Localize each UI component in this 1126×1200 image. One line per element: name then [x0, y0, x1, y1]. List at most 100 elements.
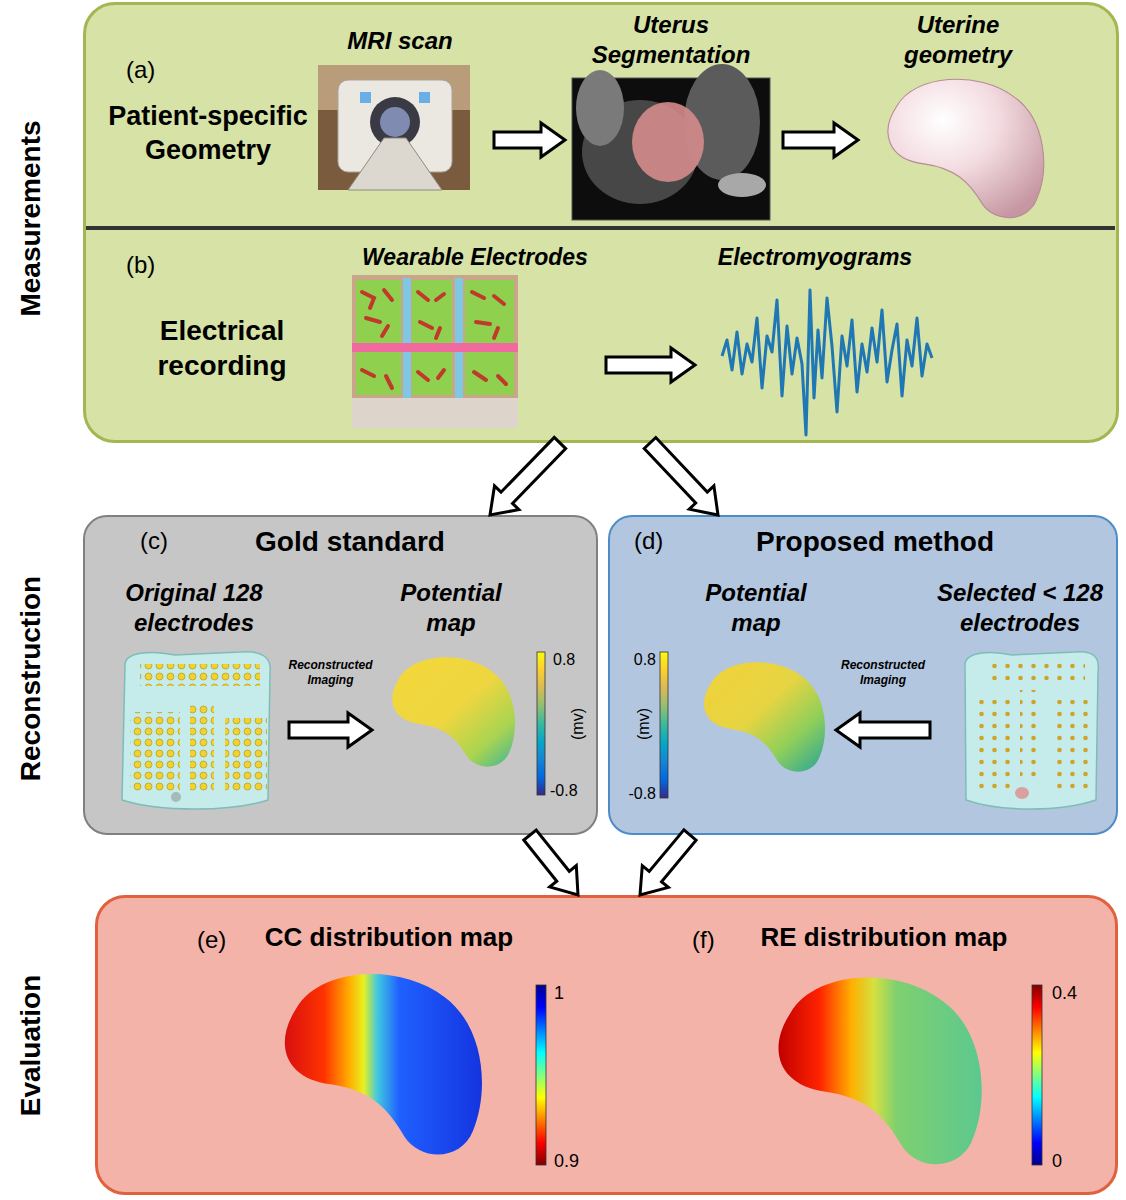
- mri-bore-inner: [380, 107, 410, 137]
- block-arrow: [289, 713, 372, 747]
- text-slot: (mv): [548, 714, 608, 734]
- electrode-set: Original 128 electrodes: [105, 575, 289, 820]
- photo-clothing: [352, 398, 518, 428]
- text-slot: Measurements: [0, 201, 240, 236]
- mri-step: MRI scan: [312, 22, 494, 194]
- text-slot: Potential map: [691, 578, 821, 638]
- text-slot: Electromyograms: [695, 243, 935, 272]
- free-label: 0.9: [554, 1150, 594, 1173]
- node-text: Patient-specific Geometry: [86, 100, 330, 168]
- node-text: (e): [197, 925, 242, 955]
- text-slot: (b): [126, 250, 171, 280]
- mri-tissue: [576, 70, 624, 146]
- text-slot: Reconstructed Imaging: [283, 658, 379, 688]
- text-slot: Potential map: [386, 578, 516, 638]
- node-text: RE distribution map: [748, 921, 1020, 954]
- mri-tissue: [582, 100, 698, 204]
- colorbar: [1032, 985, 1042, 1165]
- node-text: CC distribution map: [253, 921, 525, 954]
- block-arrow: [606, 348, 695, 382]
- potential-map: Potential map: [372, 575, 530, 775]
- navel-mark: [171, 792, 181, 802]
- text-slot: 0: [1052, 1150, 1082, 1173]
- block-arrow: [490, 437, 566, 515]
- free-label: 0: [1052, 1150, 1082, 1173]
- colorbar: [536, 985, 546, 1165]
- free-label: -0.8: [610, 784, 656, 804]
- mri-tissue: [684, 64, 760, 180]
- mri-photo-wall: [318, 65, 470, 110]
- text-slot: 1: [554, 982, 584, 1005]
- torso-model: [122, 652, 270, 809]
- electrode-photo: [352, 275, 518, 428]
- electrode-dots: [130, 712, 180, 792]
- text-slot: 0.4: [1052, 982, 1092, 1005]
- node-text: Potential map: [386, 578, 516, 638]
- evaluation-panel: Evaluation(e)CC distribution map(f)RE di…: [95, 895, 1118, 1195]
- geometry-row: (a) Patient-specific GeometryMRI scan Uter…: [86, 5, 1115, 230]
- colorbar: [660, 652, 668, 798]
- electrode-dots: [225, 718, 267, 793]
- electrode-patch: [412, 280, 452, 395]
- text-slot: Original 128 electrodes: [105, 578, 283, 638]
- text-slot: 0.9: [554, 1150, 594, 1173]
- measurements-panel: Measurements(a)Patient-specific Geometry…: [83, 2, 1119, 443]
- text-slot: 0.8: [616, 650, 656, 670]
- electrode-dots: [1050, 700, 1090, 790]
- block-arrow: [524, 830, 578, 895]
- text-slot: -0.8: [550, 781, 596, 801]
- cc-map: (e) CC distribution map: [195, 918, 531, 1178]
- text-slot: Uterine geometry: [878, 10, 1038, 70]
- electrode-strip: [455, 278, 463, 398]
- emg-step: Electromyograms: [695, 240, 941, 435]
- mri-scanner: [338, 80, 452, 172]
- colorbar: [537, 652, 545, 795]
- node-text: (f): [692, 925, 737, 955]
- node-text: Selected < 128 electrodes: [932, 578, 1108, 638]
- node-text: Original 128 electrodes: [105, 578, 283, 638]
- node-text: Uterine geometry: [878, 10, 1038, 70]
- re-map-surface: [779, 977, 982, 1164]
- text-slot: RE distribution map: [748, 921, 1020, 954]
- mri-tissue: [718, 173, 766, 197]
- uterus-model: [888, 79, 1044, 217]
- cc-map-surface: [285, 974, 482, 1154]
- emg-signal: [722, 290, 932, 435]
- node-text: (a): [126, 55, 171, 85]
- text-slot: (d): [634, 526, 679, 556]
- text-slot: Electrical recording: [137, 313, 307, 383]
- mri-panel-light: [360, 92, 371, 103]
- text-slot: Evaluation: [0, 1028, 180, 1063]
- potential-map-surface: [392, 657, 515, 766]
- mri-bore: [370, 97, 420, 147]
- text-slot: CC distribution map: [253, 921, 525, 954]
- recording-row: (b)Electrical recordingWearable Electrod…: [86, 232, 1115, 439]
- free-label: 0.8: [616, 650, 656, 670]
- free-label: 1: [554, 982, 584, 1005]
- text-slot: (c): [140, 526, 185, 556]
- block-arrow: [644, 438, 718, 516]
- electrode-wires: [362, 290, 506, 388]
- connector-label: Reconstructed Imaging: [835, 658, 931, 688]
- re-map: (f) RE distribution map: [690, 918, 1026, 1178]
- text-slot: Proposed method: [735, 524, 1015, 559]
- text-slot: (f): [692, 925, 737, 955]
- node-text: Proposed method: [735, 524, 1015, 559]
- electrode-dots: [140, 664, 260, 686]
- mri-photo-floor: [318, 65, 470, 190]
- electrode-strip: [403, 278, 411, 398]
- mri-table: [348, 138, 442, 190]
- block-arrow: [836, 713, 930, 747]
- mri-panel-light: [419, 92, 430, 103]
- free-label: 0.8: [553, 650, 593, 670]
- potential-map: Potential map: [676, 575, 836, 775]
- text-slot: Patient-specific Geometry: [86, 100, 330, 168]
- free-label: (mv): [568, 694, 588, 754]
- connector-label: Reconstructed Imaging: [283, 658, 379, 688]
- text-slot: 0.8: [553, 650, 593, 670]
- node-text: Electrical recording: [137, 313, 307, 383]
- torso-model: [965, 652, 1098, 809]
- navel-mark: [1015, 787, 1029, 799]
- text-slot: (a): [126, 55, 171, 85]
